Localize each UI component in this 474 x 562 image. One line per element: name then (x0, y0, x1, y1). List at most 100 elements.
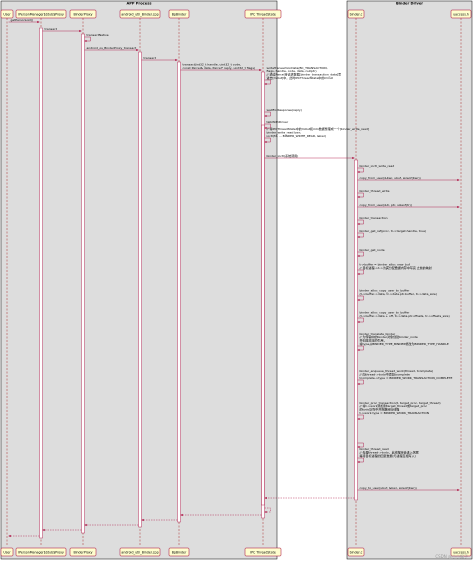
message-label-23-line-2: 的todo队列中并唤醒目标线程 (360, 407, 400, 412)
message-arrowhead-1 (79, 29, 82, 33)
participant-label-p6-top: binder.c (350, 12, 363, 16)
message-arrowhead-32 (42, 528, 45, 532)
message-arrow-22 (357, 379, 364, 385)
message-arrowhead-20 (357, 321, 360, 323)
message-arrowhead-5 (259, 68, 262, 72)
message-label-7-line-0: waitForResponse(reply) (267, 108, 302, 112)
message-arrowhead-0 (37, 20, 40, 24)
participant-label-p3-top: android_util_Binder.cpp (121, 12, 158, 16)
message-label-2-line-0: transactNative (87, 33, 109, 37)
message-label-1-line-0: transact (45, 27, 58, 31)
participant-box-p7-bottom (450, 547, 472, 557)
message-label-17-line-0: binder_get_node (360, 248, 385, 252)
message-arrow-21 (357, 345, 364, 351)
message-label-6-line-0: writeTransactionData(BC_TRANSACTION, (267, 66, 328, 70)
group-title-drv: Binder Driver (396, 2, 423, 6)
message-label-15-line-0: binder_transaction (360, 216, 388, 220)
message-arrowhead-19 (357, 299, 360, 301)
watermark-text: CSDN @小小猴子 (435, 554, 468, 559)
message-arrowhead-2 (84, 40, 87, 42)
message-arrow-17 (357, 251, 364, 257)
participant-label-p1-top: IPersonManager$Stub$Proxy (18, 12, 64, 16)
participant-box-p5-bottom (244, 547, 282, 557)
activation-bar-2 (138, 51, 142, 528)
message-label-18-line-1: // 目标进程->t->为其分配数据内存中写完 之前的映射 (360, 265, 432, 270)
message-label-16-line-0: binder_get_ref(proc, tr->target.handle, … (360, 229, 427, 233)
message-arrowhead-4 (175, 58, 178, 62)
participant-label-p4-top: BpBinder (172, 12, 187, 16)
participant-label-p1-bottom: IPersonManager$Stub$Proxy (18, 550, 64, 554)
message-label-11-line-0: binder_ioctl_write_read (360, 164, 395, 168)
message-arrowhead-6 (264, 83, 267, 85)
message-arrow-7 (264, 111, 271, 117)
message-arrowhead-10 (352, 156, 355, 160)
message-arrow-8 (264, 123, 271, 129)
message-arrow-13 (357, 192, 364, 198)
message-arrow-2 (84, 36, 91, 42)
message-arrowhead-31 (84, 523, 87, 527)
message-arrow-11 (357, 167, 364, 173)
participant-label-p0-top: User (3, 12, 11, 16)
message-arrow-16 (357, 232, 364, 238)
message-label-5-line-0: transact(int32_t handle, uint32_t code, (183, 63, 242, 67)
participant-label-p3-bottom: android_util_Binder.cpp (121, 550, 158, 554)
message-label-3-line-0: android_os_BinderProxy_transact (87, 46, 137, 50)
message-arrowhead-15 (357, 223, 360, 225)
participant-label-p7-bottom: uaccess.h (453, 550, 469, 554)
participant-label-p0-bottom: User (3, 550, 11, 554)
message-label-21-line-0: binder_translate_binder (360, 332, 396, 336)
message-label-23-line-0: binder_proc_transaction(t, target_proc, … (360, 401, 441, 405)
message-label-6-line-3: 进去[mOut]中，此时IPCThreadState中的mOut (267, 75, 334, 80)
message-arrowhead-8 (264, 127, 267, 129)
message-arrowhead-11 (357, 171, 360, 173)
message-label-26-line-0: copy_to_user(ubuf, &bwr, sizeof(bwr)) (360, 486, 417, 490)
message-arrowhead-18 (357, 273, 360, 275)
message-label-8-line-0: talkWithDriver (267, 120, 289, 124)
message-arrowhead-29 (180, 513, 183, 517)
message-arrowhead-25 (357, 461, 360, 463)
participant-box-p6-top (347, 9, 365, 19)
participant-box-p2-bottom (69, 547, 97, 557)
activation-bar-1 (81, 33, 85, 534)
message-arrow-24 (357, 442, 364, 448)
activation-bar-6 (354, 159, 358, 501)
message-arrowhead-14 (457, 205, 460, 209)
message-label-14-line-0: copy_from_user(&tr, ptr, sizeof(tr)) (360, 203, 412, 207)
message-arrowhead-7 (264, 115, 267, 117)
message-label-20-line-0: binder_alloc_copy_user_to_buffer (360, 311, 411, 315)
message-arrowhead-28 (264, 511, 267, 513)
participant-label-p4-bottom: BpBinder (172, 550, 187, 554)
message-arrowhead-23 (357, 418, 360, 420)
message-arrowhead-21 (357, 349, 360, 351)
activation-bar-0 (39, 27, 43, 539)
message-arrowhead-17 (357, 255, 360, 257)
message-arrow-23 (357, 414, 364, 420)
participant-label-p7-top: uaccess.h (453, 12, 469, 16)
message-label-23-line-3: t->work.type = BINDER_WORK_TRANSACTION (360, 411, 429, 415)
message-arrowhead-16 (357, 236, 360, 238)
message-arrowhead-33 (8, 534, 11, 538)
message-label-21-line-2: 并创建对应的引用， (360, 338, 387, 343)
message-arrow-15 (357, 219, 364, 225)
message-label-6-line-2: // 通过Parcel将请求数据[binder_transaction_data… (267, 72, 342, 77)
participant-box-p3-top (119, 9, 161, 19)
participant-label-p2-top: BinderProxy (73, 12, 92, 16)
participant-label-p2-bottom: BinderProxy (73, 550, 92, 554)
group-title-app: APP Process (126, 2, 151, 6)
message-label-21-line-1: // 为传输中的binder对象创建binder_node (360, 334, 418, 339)
message-label-9-line-1: binder_write_read bwr; (267, 131, 301, 135)
message-arrowhead-12 (457, 178, 460, 182)
message-arrowhead-27 (264, 496, 267, 500)
participant-label-p5-top: IPC ThreadState (250, 12, 276, 16)
message-label-22-line-0: binder_enqueue_thread_work(thread, tcomp… (360, 369, 434, 373)
message-label-22-line-1: // 向thread->todo中添加tcomplete (360, 372, 410, 377)
message-arrowhead-30 (141, 518, 144, 522)
activation-bar-5 (261, 124, 265, 506)
message-label-9-line-0: // 将IPCThreadState中的mOut和mIn数据整理成一个[bind… (267, 126, 370, 131)
participant-box-p0-bottom (0, 547, 14, 557)
participant-box-p3-bottom (119, 547, 161, 557)
message-label-9-line-2: ioctl(fd, ... BINDER_WRITE_READ, &bwr) (267, 134, 327, 138)
participant-label-p6-bottom: binder.c (350, 550, 363, 554)
participant-box-p7-top (450, 9, 472, 19)
